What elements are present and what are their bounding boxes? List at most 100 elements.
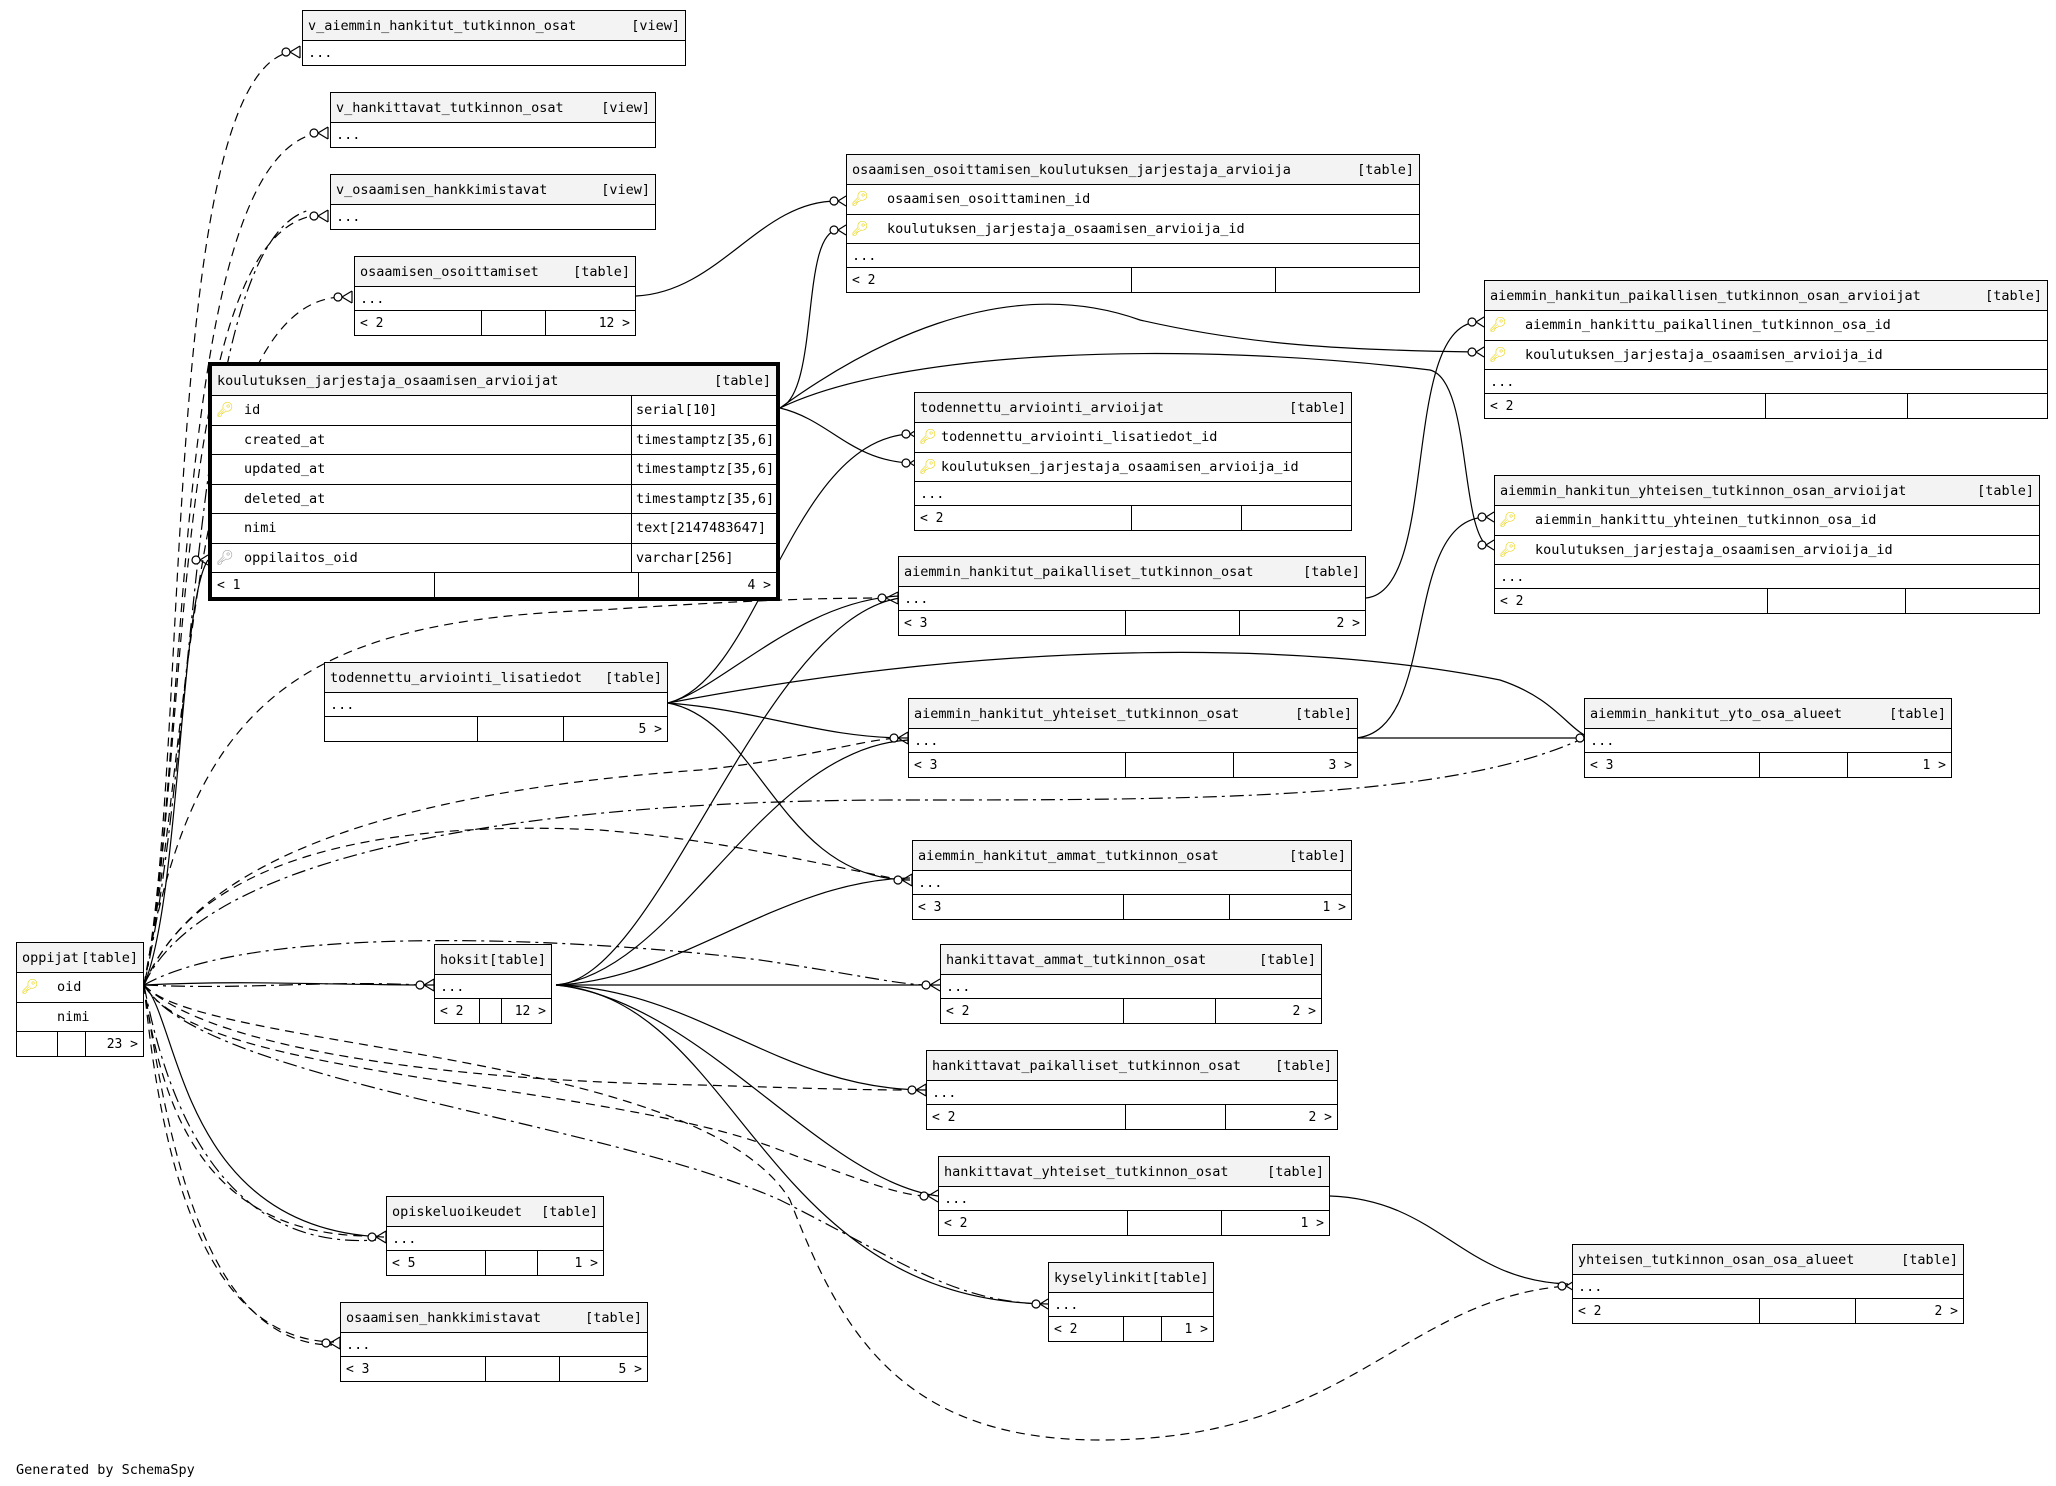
children-count[interactable]: 23 > xyxy=(85,1032,143,1056)
children-count[interactable]: 1 > xyxy=(537,1251,603,1275)
edge-hoksit-ahpto xyxy=(555,597,901,986)
table-footer: < 2 xyxy=(915,506,1351,530)
table-hankittavat-yhteiset-tutkinnon-osat[interactable]: hankittavat_yhteiset_tutkinnon_osat[tabl… xyxy=(938,1156,1330,1236)
column-name: koulutuksen_jarjestaja_osaamisen_arvioij… xyxy=(1535,541,1893,558)
parents-count[interactable]: < 2 xyxy=(360,315,384,331)
rows-count xyxy=(1767,589,1905,613)
children-count[interactable]: 2 > xyxy=(1215,999,1321,1023)
edge-tal-ahato xyxy=(667,702,911,881)
table-v-osaamisen-hankkimistavat[interactable]: v_osaamisen_hankkimistavat[view] ... xyxy=(330,174,656,230)
children-count[interactable]: 3 > xyxy=(1233,753,1357,777)
parents-count[interactable]: < 2 xyxy=(1490,398,1514,414)
edge-hyto-ytooa xyxy=(1329,1195,1569,1285)
table-aiemmin-hankitun-paikallisen-tutkinnon-osan-arvioijat[interactable]: aiemmin_hankitun_paikallisen_tutkinnon_o… xyxy=(1484,280,2048,419)
table-hankittavat-paikalliset-tutkinnon-osat[interactable]: hankittavat_paikalliset_tutkinnon_osat[t… xyxy=(926,1050,1338,1130)
parents-count[interactable]: < 5 xyxy=(392,1255,416,1271)
table-aiemmin-hankitut-ammat-tutkinnon-osat[interactable]: aiemmin_hankitut_ammat_tutkinnon_osat[ta… xyxy=(912,840,1352,920)
children-count[interactable]: 4 > xyxy=(638,573,776,597)
parents-count[interactable]: < 3 xyxy=(918,899,942,915)
parents-count[interactable]: < 2 xyxy=(1578,1303,1602,1319)
columns-ellipsis: ... xyxy=(1495,565,2039,589)
table-footer: < 3 1 > xyxy=(913,895,1351,919)
edge-oppijat-opisk xyxy=(143,984,385,1238)
table-footer: < 3 1 > xyxy=(1585,753,1951,777)
table-header: aiemmin_hankitun_paikallisen_tutkinnon_o… xyxy=(1485,281,2047,311)
edge-oppijat-v_osaamisen2 xyxy=(143,209,311,986)
columns-ellipsis: ... xyxy=(899,587,1365,611)
edge-hoksit-ahyto xyxy=(555,739,909,986)
parents-count[interactable]: < 2 xyxy=(852,272,876,288)
edge-oppijat-ahyoa xyxy=(143,737,1585,986)
table-todennettu-arviointi-lisatiedot[interactable]: todennettu_arviointi_lisatiedot[table] .… xyxy=(324,662,668,742)
table-name: osaamisen_hankkimistavat xyxy=(346,1309,542,1326)
children-count[interactable]: 2 > xyxy=(1225,1105,1337,1129)
table-aiemmin-hankitut-yto-osa-alueet[interactable]: aiemmin_hankitut_yto_osa_alueet[table] .… xyxy=(1584,698,1952,778)
table-name: osaamisen_osoittamiset xyxy=(360,263,539,280)
columns-ellipsis: ... xyxy=(941,975,1321,999)
parents-count[interactable]: < 2 xyxy=(946,1003,970,1019)
table-kind: [table] xyxy=(81,949,138,966)
children-count[interactable]: 1 > xyxy=(1847,753,1951,777)
parents-count[interactable]: < 2 xyxy=(920,510,944,526)
table-name: aiemmin_hankitun_paikallisen_tutkinnon_o… xyxy=(1490,287,1921,304)
column-name: updated_at xyxy=(244,461,326,478)
parents-count[interactable]: < 1 xyxy=(217,577,241,593)
table-hankittavat-ammat-tutkinnon-osat[interactable]: hankittavat_ammat_tutkinnon_osat[table] … xyxy=(940,944,1322,1024)
parents-count[interactable]: < 2 xyxy=(440,1003,464,1019)
parents-count[interactable]: < 2 xyxy=(932,1109,956,1125)
parents-count[interactable]: < 2 xyxy=(1500,593,1524,609)
table-v-aiemmin-hankitut-tutkinnon-osat[interactable]: v_aiemmin_hankitut_tutkinnon_osat[view] … xyxy=(302,10,686,66)
table-aiemmin-hankitut-yhteiset-tutkinnon-osat[interactable]: aiemmin_hankitut_yhteiset_tutkinnon_osat… xyxy=(908,698,1358,778)
column-name: aiemmin_hankittu_yhteinen_tutkinnon_osa_… xyxy=(1535,512,1877,529)
table-name: kyselylinkit xyxy=(1054,1269,1152,1286)
table-kind: [table] xyxy=(605,669,662,686)
parents-count xyxy=(325,717,477,741)
edge-oppijat-hato xyxy=(143,940,931,986)
parents-count[interactable]: < 2 xyxy=(1054,1321,1078,1337)
parents-count[interactable]: < 3 xyxy=(346,1361,370,1377)
parents-count[interactable]: < 3 xyxy=(904,615,928,631)
table-v-hankittavat-tutkinnon-osat[interactable]: v_hankittavat_tutkinnon_osat[view] ... xyxy=(330,92,656,148)
parents-count[interactable]: < 3 xyxy=(1590,757,1614,773)
rows-count xyxy=(485,1357,559,1381)
children-count[interactable]: 1 > xyxy=(1229,895,1351,919)
children-count[interactable]: 2 > xyxy=(1855,1299,1963,1323)
table-header: aiemmin_hankitut_paikalliset_tutkinnon_o… xyxy=(899,557,1365,587)
table-aiemmin-hankitut-paikalliset-tutkinnon-osat[interactable]: aiemmin_hankitut_paikalliset_tutkinnon_o… xyxy=(898,556,1366,636)
table-header: hankittavat_ammat_tutkinnon_osat[table] xyxy=(941,945,1321,975)
table-todennettu-arviointi-arvioijat[interactable]: todennettu_arviointi_arvioijat[table] 🔑︎… xyxy=(914,392,1352,531)
children-count[interactable]: 5 > xyxy=(559,1357,647,1381)
edge-oo-ooka xyxy=(635,200,839,297)
table-aiemmin-hankitun-yhteisen-tutkinnon-osan-arvioijat[interactable]: aiemmin_hankitun_yhteisen_tutkinnon_osan… xyxy=(1494,475,2040,614)
table-yhteisen-tutkinnon-osan-osa-alueet[interactable]: yhteisen_tutkinnon_osan_osa_alueet[table… xyxy=(1572,1244,1964,1324)
table-footer: < 2 2 > xyxy=(941,999,1321,1023)
table-kind: [table] xyxy=(1901,1251,1958,1268)
column-row: 🔑︎koulutuksen_jarjestaja_osaamisen_arvio… xyxy=(1495,536,2039,565)
parents-count[interactable]: < 2 xyxy=(944,1215,968,1231)
table-koulutuksen-jarjestaja-osaamisen-arvioijat[interactable]: koulutuksen_jarjestaja_osaamisen_arvioij… xyxy=(208,362,780,601)
table-name: hankittavat_ammat_tutkinnon_osat xyxy=(946,951,1207,968)
parents-count[interactable]: < 3 xyxy=(914,757,938,773)
edge-hoksit-kysely xyxy=(555,984,1049,1305)
key-icon: 🔑︎ xyxy=(851,220,869,237)
table-footer: < 3 3 > xyxy=(909,753,1357,777)
children-count[interactable]: 12 > xyxy=(545,311,635,335)
children-count[interactable]: 1 > xyxy=(1161,1317,1213,1341)
edge-oppijat-hoksit xyxy=(143,982,435,986)
edge-oppijat-oo xyxy=(143,296,343,986)
children-count[interactable]: 1 > xyxy=(1221,1211,1329,1235)
table-name: v_osaamisen_hankkimistavat xyxy=(336,181,548,198)
children-count[interactable]: 5 > xyxy=(563,717,667,741)
table-name: v_aiemmin_hankitut_tutkinnon_osat xyxy=(308,17,577,34)
rows-count xyxy=(479,999,501,1023)
table-oppijat[interactable]: oppijat[table] 🔑︎oid nimi 23 > xyxy=(16,942,144,1057)
children-count[interactable]: 12 > xyxy=(501,999,551,1023)
children-count[interactable]: 2 > xyxy=(1239,611,1365,635)
table-osaamisen-osoittamisen-koulutuksen-jarjestaja-arvioija[interactable]: osaamisen_osoittamisen_koulutuksen_jarje… xyxy=(846,154,1420,293)
key-icon: 🔑︎ xyxy=(919,458,937,475)
